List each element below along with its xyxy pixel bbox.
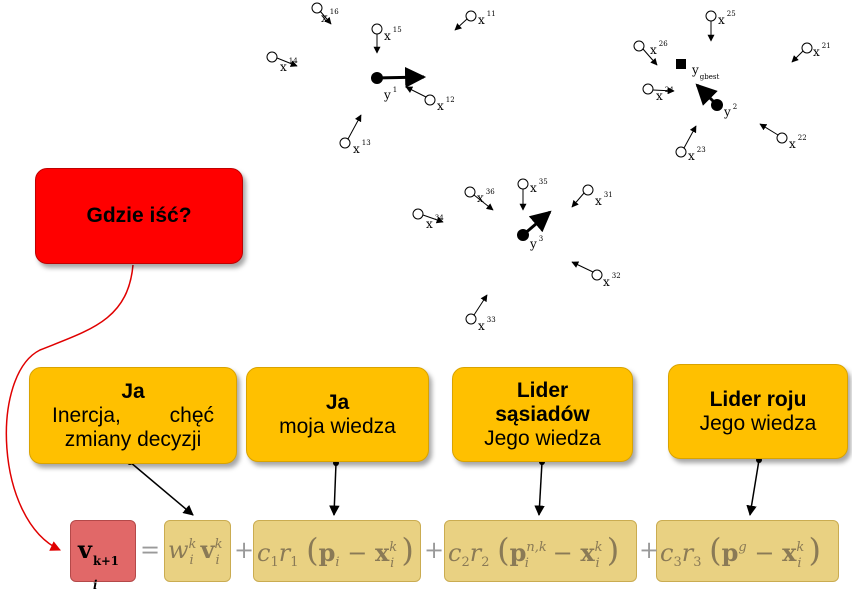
gbest-label: ygbest [691,63,719,81]
equation-term-2: c1r1 (pi − xki) [257,531,414,571]
box-swarm-line-1: Jego wiedza [699,411,817,435]
box-swarm-title: Lider roju [709,387,807,411]
equation-term-3-box [444,520,637,582]
box-own-line-1: moja wiedza [279,414,396,438]
box-own-knowledge: Ja moja wiedza [246,367,429,462]
equation-term-3: c2r2 (pn,ki − xki) [448,531,620,571]
gbest-marker [676,59,686,69]
equation-lhs-box [70,520,136,582]
box-inertia-title: Ja [121,379,145,403]
box-inertia: Ja Inercja, chęć zmiany decyzji [29,367,237,464]
leader-velocity-3 [522,210,552,237]
box-swarm-leader: Lider roju Jego wiedza [668,364,848,459]
box-neighbour-line-1: Jego wiedza [484,426,601,450]
question-text: Gdzie iść? [86,204,192,227]
equation-term-4-box [656,520,839,582]
leader-velocity-1 [376,66,427,88]
box-inertia-line-2: zmiany decyzji [64,427,202,451]
question-box: Gdzie iść? [35,168,243,264]
box-own-title: Ja [325,390,350,414]
leader-velocity-2 [695,83,719,107]
plus-sign-2: + [424,536,445,564]
connectors [127,457,762,517]
equation-term-1-box [164,520,231,582]
box-neighbour-leader: Lider sąsiadów Jego wiedza [452,367,633,462]
question-curve [5,264,134,551]
plus-sign-3: + [639,536,660,564]
equation-term-2-box [253,520,421,582]
plus-sign-1: + [234,536,255,564]
box-neighbour-title: Lider sąsiadów [495,378,590,426]
equals-sign: = [140,536,161,564]
box-inertia-line-1: Inercja, chęć [52,403,214,427]
equation-term-4: c3r3 (pg − xki) [660,531,821,571]
